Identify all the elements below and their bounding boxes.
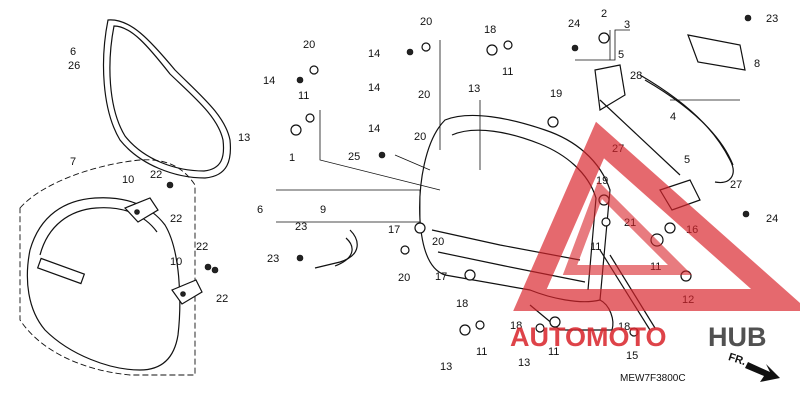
callout-22: 22 <box>216 293 228 305</box>
leader-lines <box>276 29 740 223</box>
callout-25: 25 <box>348 151 360 163</box>
hinge-assembly-top <box>594 64 681 176</box>
callout-8: 8 <box>754 58 760 70</box>
callout-20: 20 <box>303 39 315 51</box>
svg-text:FR.: FR. <box>727 351 748 368</box>
callout-5: 5 <box>618 49 624 61</box>
callout-11: 11 <box>476 346 487 358</box>
callout-11: 11 <box>298 90 309 102</box>
svg-text:HUB: HUB <box>708 322 767 352</box>
svg-text:AUTOMOTO: AUTOMOTO <box>510 322 667 352</box>
callout-6: 6 <box>257 204 263 216</box>
callout-20: 20 <box>398 272 410 284</box>
callout-20: 20 <box>420 16 432 28</box>
callout-13: 13 <box>518 357 530 369</box>
callout-20: 20 <box>414 131 426 143</box>
callout-13: 13 <box>468 83 480 95</box>
support-stay <box>639 74 734 184</box>
lid-bracket-upper <box>123 197 159 223</box>
callout-6: 6 <box>70 46 76 58</box>
callout-7: 7 <box>70 156 76 168</box>
lid-bracket-lower <box>171 279 203 305</box>
callout-14: 14 <box>263 75 275 87</box>
callout-10: 10 <box>170 256 182 268</box>
front-direction-indicator: FR. <box>727 351 780 382</box>
callout-4: 4 <box>670 111 676 123</box>
callout-23: 23 <box>766 13 778 25</box>
callout-27: 27 <box>730 179 742 191</box>
diagram-code: MEW7F3800C <box>620 373 686 384</box>
callout-2: 2 <box>601 8 607 20</box>
callout-5: 5 <box>684 154 690 166</box>
callout-labels: 6 26 7 10 22 22 10 22 22 20 14 11 13 1 2… <box>68 8 778 373</box>
callout-18: 18 <box>484 24 496 36</box>
callout-14: 14 <box>368 48 380 60</box>
lanyard-wire <box>314 229 358 269</box>
callout-9: 9 <box>320 204 326 216</box>
callout-13: 13 <box>238 132 250 144</box>
saddlebag-lid <box>19 159 196 376</box>
callout-11: 11 <box>590 241 601 253</box>
callout-1: 1 <box>289 152 295 164</box>
callout-11: 11 <box>548 346 559 358</box>
callout-22: 22 <box>170 213 182 225</box>
automotohub-watermark: AUTOMOTO HUB <box>510 121 800 352</box>
callout-23: 23 <box>295 221 307 233</box>
callout-24: 24 <box>568 18 580 30</box>
callout-11: 11 <box>502 66 513 78</box>
callout-20: 20 <box>432 236 444 248</box>
callout-14: 14 <box>368 123 380 135</box>
callout-28: 28 <box>630 70 642 82</box>
callout-10: 10 <box>122 174 134 186</box>
callout-19: 19 <box>550 88 562 100</box>
callout-18: 18 <box>456 298 468 310</box>
callout-15: 15 <box>626 350 638 362</box>
callout-22: 22 <box>196 241 208 253</box>
callout-24: 24 <box>766 213 778 225</box>
callout-23: 23 <box>267 253 279 265</box>
callout-14: 14 <box>368 82 380 94</box>
callout-18: 18 <box>510 320 522 332</box>
gasket-seal <box>102 19 232 179</box>
callout-22: 22 <box>150 169 162 181</box>
callout-26: 26 <box>68 60 80 72</box>
callout-17: 17 <box>388 224 400 236</box>
callout-17: 17 <box>435 271 447 283</box>
callout-20: 20 <box>418 89 430 101</box>
callout-18: 18 <box>618 321 630 333</box>
callout-3: 3 <box>624 19 630 31</box>
reflector <box>687 34 746 71</box>
callout-13: 13 <box>440 361 452 373</box>
